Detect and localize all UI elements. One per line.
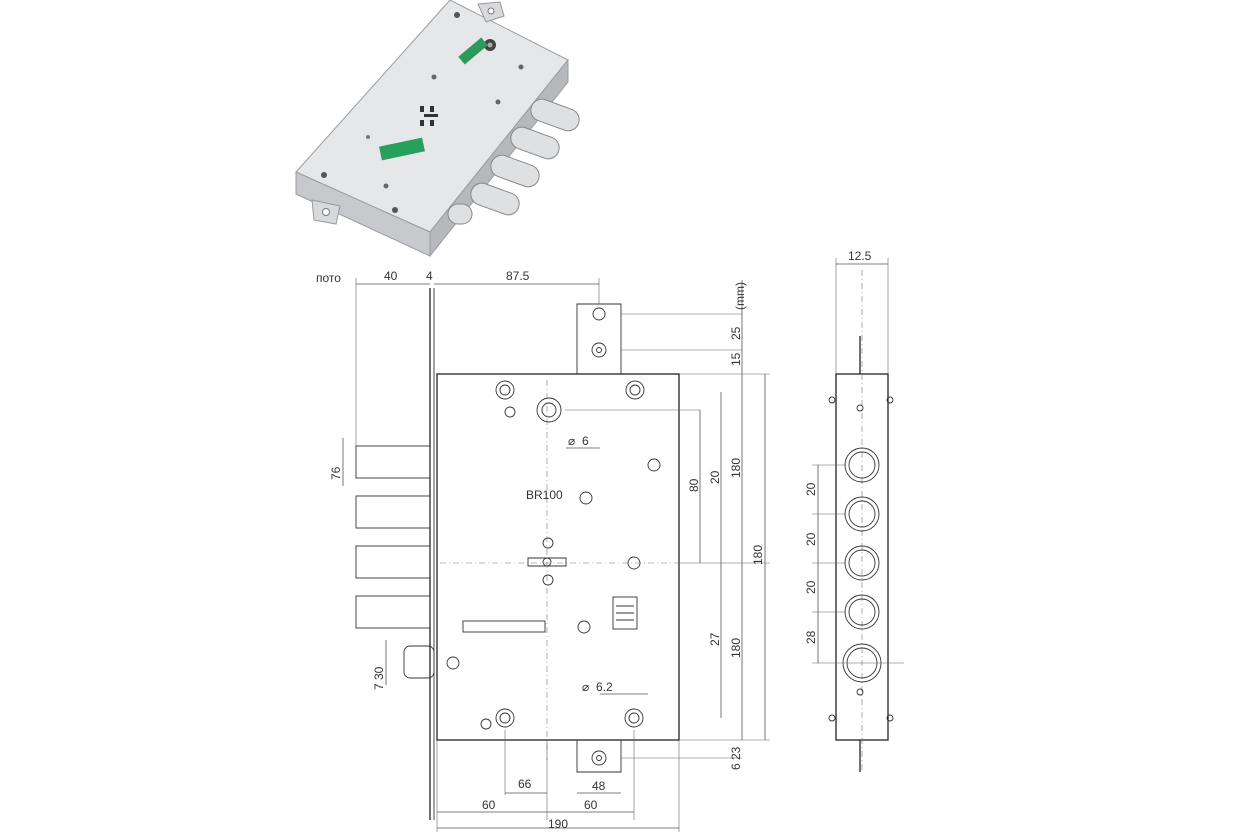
dim-profile-12-5: 12.5 [848,249,872,263]
dim-top-4: 4 [426,269,433,283]
diameter-symbol: ⌀ [582,680,589,694]
dim-bottom-48: 48 [592,779,606,793]
front-view [355,288,680,820]
dimension-labels: пото 40 4 87.5 (mm) 25 15 80 20 180 180 … [316,249,872,831]
dim-v-180-total: 180 [751,545,765,565]
dim-v-80: 80 [687,478,701,492]
dim-v-180-top: 180 [729,458,743,478]
dim-diameter-6: 6 [582,434,589,448]
dim-bottom-190: 190 [548,817,568,831]
front-dimensions [342,278,770,832]
dim-v-20: 20 [708,470,722,484]
dim-right-6-23: 6 23 [729,746,743,770]
dim-7-30: 7 30 [372,666,386,690]
dim-v-180-bottom: 180 [729,638,743,658]
model-label: BR100 [526,488,563,502]
dim-bottom-60-right: 60 [584,798,598,812]
dim-profile-28: 28 [804,630,818,644]
dim-diameter-6-2: 6.2 [596,680,613,694]
dim-bottom-60-left: 60 [482,798,496,812]
dim-right-25: 25 [729,326,743,340]
dim-bottom-66: 66 [518,777,532,791]
dim-profile-20-b: 20 [804,532,818,546]
dim-profile-20-a: 20 [804,482,818,496]
dim-profile-20-c: 20 [804,580,818,594]
diameter-symbol: ⌀ [568,434,575,448]
dim-mm-header: (mm) [733,282,747,310]
dim-top-40: 40 [384,269,398,283]
dim-diameter-76: 76 [329,466,343,480]
dim-v-27: 27 [708,632,722,646]
dim-right-15: 15 [729,352,743,366]
side-profile-view [812,258,904,772]
dim-top-87-5: 87.5 [506,269,530,283]
top-unit-label: пото [316,271,341,285]
mortice-lock-3d-render-icon [295,0,580,258]
